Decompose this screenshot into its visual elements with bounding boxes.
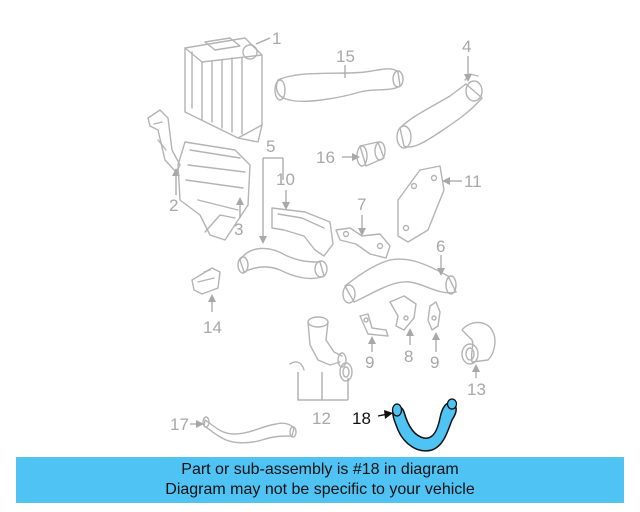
part-6-hose[interactable] — [342, 258, 457, 304]
part-5-lower-hose[interactable] — [237, 247, 328, 280]
info-banner: Part or sub-assembly is #18 in diagram D… — [16, 457, 624, 503]
label-7: 7 — [357, 195, 366, 214]
leader-1 — [255, 37, 271, 45]
leader-5 — [262, 157, 284, 240]
label-1: 1 — [272, 29, 281, 48]
banner-line-part: Part or sub-assembly is #18 in diagram — [181, 461, 459, 478]
part-15-upper-hose[interactable] — [274, 68, 404, 102]
part-10-heat-shield[interactable] — [271, 207, 334, 257]
label-9-right: 9 — [430, 353, 439, 372]
label-10: 10 — [276, 170, 295, 189]
label-17: 17 — [170, 415, 189, 434]
part-3-duct-housing[interactable] — [177, 141, 251, 241]
label-8: 8 — [404, 347, 413, 366]
part-14-sensor[interactable] — [191, 267, 221, 295]
label-15: 15 — [336, 47, 355, 66]
label-4: 4 — [462, 37, 471, 56]
part-2-bracket[interactable] — [147, 109, 181, 173]
arrow-18 — [384, 410, 393, 419]
label-18: 18 — [352, 409, 371, 428]
part-16-coupler[interactable] — [356, 141, 386, 167]
label-2: 2 — [169, 196, 178, 215]
part-7-bracket[interactable] — [335, 227, 391, 259]
label-3: 3 — [234, 220, 243, 239]
part-18-hose-highlighted[interactable] — [391, 398, 458, 452]
label-13: 13 — [467, 380, 486, 399]
leader-12 — [297, 372, 349, 401]
label-11: 11 — [464, 172, 482, 191]
label-14: 14 — [203, 318, 222, 337]
label-5: 5 — [266, 137, 275, 156]
part-8-bracket[interactable] — [389, 295, 417, 331]
label-16: 16 — [316, 148, 335, 167]
parts-diagram: 1 2 3 15 4 16 5 10 — [147, 29, 496, 452]
label-9-left: 9 — [365, 353, 374, 372]
part-1-intercooler[interactable] — [184, 37, 263, 143]
part-12-pipe[interactable] — [289, 316, 353, 382]
part-17-hose[interactable] — [202, 416, 297, 444]
part-13-elbow-hose[interactable] — [461, 321, 496, 365]
part-11-shield-plate[interactable] — [397, 165, 445, 243]
label-12: 12 — [312, 409, 331, 428]
banner-line-disclaimer: Diagram may not be specific to your vehi… — [165, 481, 475, 498]
part-9-bracket-left[interactable] — [359, 313, 389, 337]
label-6: 6 — [436, 237, 445, 256]
part-9-bracket-right[interactable] — [427, 301, 441, 331]
part-4-hose[interactable] — [396, 73, 483, 149]
